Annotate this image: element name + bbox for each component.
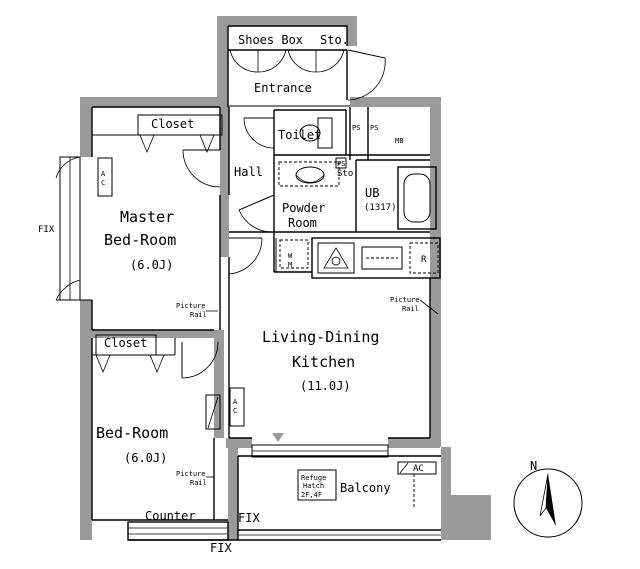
ub-size-label: (1317) (364, 203, 397, 213)
ac-master (97, 157, 113, 197)
refuge-hatch-label-3: 2F,4F (301, 491, 322, 499)
entrance-label: Entrance (254, 81, 312, 95)
picture-rail-3b: Rail (190, 479, 207, 487)
entry-marker (272, 433, 284, 442)
bedroom-label: Bed-Room (96, 424, 168, 442)
closet-bottom-label: Closet (104, 336, 147, 350)
fix-bottom-label: FIX (210, 541, 232, 555)
counter-label: Counter (145, 509, 196, 523)
refuge-hatch-label-2: Hatch (303, 482, 324, 490)
master-bedroom-label-1: Master (120, 208, 174, 226)
refuge-hatch-label-1: Refuge (301, 474, 326, 482)
ps-label-2: PS (370, 124, 378, 132)
refrigerator-label: R (421, 255, 427, 265)
ps-small-label: PS (337, 160, 345, 168)
picture-rail-2b: Rail (402, 305, 419, 313)
ac-ldk (229, 387, 245, 427)
shoes-box-label: Shoes Box (238, 33, 303, 47)
refuge-hatch (297, 469, 337, 501)
ldk-window (251, 444, 389, 458)
hall-label: Hall (234, 165, 263, 179)
north-label: N (530, 459, 537, 473)
washbasin (278, 161, 340, 187)
powder-room-label-1: Powder (282, 201, 325, 215)
ldk-label-2: Kitchen (292, 353, 355, 371)
fix-left-label: FIX (38, 225, 55, 235)
ac-outdoor-unit (397, 461, 437, 508)
north-compass: N (513, 459, 583, 538)
stove (317, 242, 355, 274)
fix-bottom-right-label: FIX (238, 511, 260, 525)
room-labels: Shoes Box Sto. Entrance Toilet PS PS MB … (38, 33, 427, 555)
sto-top-label: Sto. (320, 33, 349, 47)
ac-balcony-label: AC (413, 464, 424, 474)
picture-rail-2a: Picture (390, 296, 420, 304)
ps-label-1: PS (352, 124, 360, 132)
closet-top-label: Closet (151, 117, 194, 131)
washing-machine-space (279, 239, 309, 269)
shoe-box-arcs (229, 49, 345, 73)
sink (361, 246, 403, 270)
ac-bedroom (205, 394, 221, 430)
doors (55, 49, 386, 379)
mb-label: MB (395, 137, 403, 145)
bedroom-size: (6.0J) (124, 451, 167, 465)
picture-rail-1b: Rail (190, 311, 207, 319)
refrigerator-space (409, 242, 439, 274)
ub-label: UB (365, 186, 379, 200)
picture-rail-3a: Picture (176, 470, 206, 478)
master-bedroom-label-2: Bed-Room (104, 231, 176, 249)
ldk-size: (11.0J) (300, 379, 351, 393)
ldk-label-1: Living-Dining (262, 328, 379, 346)
sto-mid-label: Sto. (337, 169, 359, 179)
structural-walls (80, 16, 491, 540)
picture-rail-leaders (206, 299, 439, 478)
picture-rail-1a: Picture (176, 302, 206, 310)
master-bedroom-size: (6.0J) (130, 258, 173, 272)
toilet-label: Toilet (278, 128, 321, 142)
toilet-fixture (299, 117, 333, 149)
small-ps-box (335, 157, 347, 169)
balcony-label: Balcony (340, 481, 391, 495)
bathtub (397, 166, 437, 230)
powder-room-label-2: Room (288, 216, 317, 230)
